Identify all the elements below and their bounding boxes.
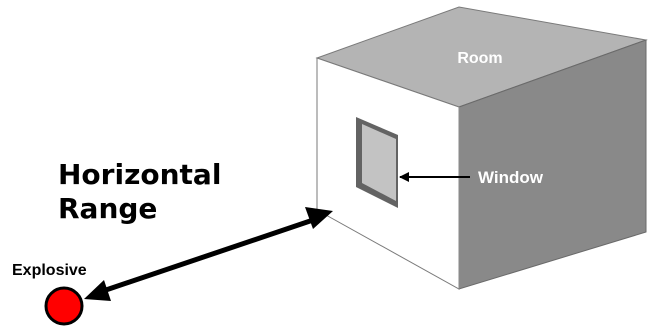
- range-arrow-head-explosive: [84, 280, 111, 301]
- window-label: Window: [478, 168, 544, 187]
- window-glass: [362, 124, 396, 201]
- range-label-line2: Range: [58, 192, 157, 225]
- range-arrow-head-room: [305, 207, 333, 229]
- room-label: Room: [457, 50, 502, 67]
- room-window: [356, 117, 398, 208]
- range-arrow-shaft: [99, 216, 317, 295]
- explosive-marker: [44, 286, 84, 326]
- range-double-arrow: [84, 207, 333, 301]
- explosive-label: Explosive: [12, 262, 87, 279]
- room-box: [315, 6, 648, 290]
- range-label-line1: Horizontal: [58, 158, 221, 191]
